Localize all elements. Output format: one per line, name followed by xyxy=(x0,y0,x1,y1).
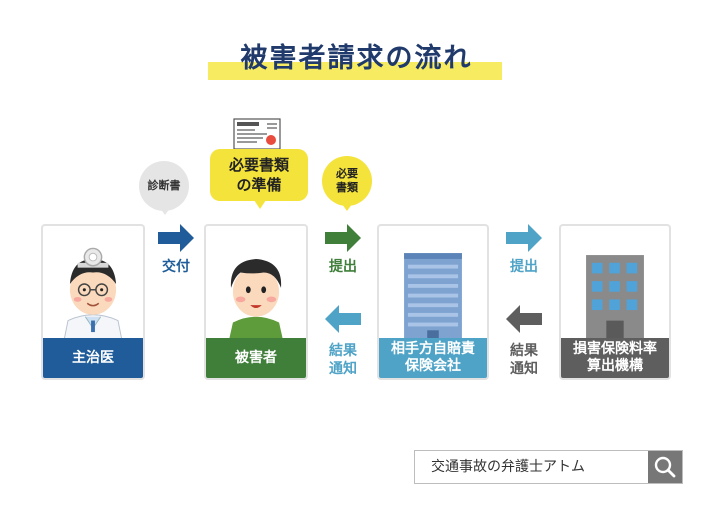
bubble-tail xyxy=(342,204,352,211)
card-label-doctor: 主治医 xyxy=(43,338,143,378)
card-insurer: 相手方自賠責 保険会社 xyxy=(377,224,489,380)
bubble-diagnosis: 診断書 xyxy=(139,161,189,211)
doctor-illustration xyxy=(63,247,123,341)
arrow-label-result-insurer: 結果 通知 xyxy=(510,343,538,377)
bubble-prepare-documents: 必要書類 の準備 xyxy=(210,149,308,201)
card-doctor: 主治医 xyxy=(41,224,145,380)
arrow-label-submit-agency: 提出 xyxy=(510,259,538,275)
card-label-victim: 被害者 xyxy=(206,338,306,378)
document-icon xyxy=(233,118,281,150)
title-highlight xyxy=(208,62,502,80)
arrow-left-icon xyxy=(506,305,542,333)
arrow-right-icon xyxy=(325,224,361,252)
card-victim: 被害者 xyxy=(204,224,308,380)
arrow-right-icon xyxy=(158,224,194,252)
arrow-right-icon xyxy=(506,224,542,252)
victim-illustration xyxy=(229,259,283,340)
bubble-required-docs: 必要 書類 xyxy=(322,156,372,206)
card-agency: 損害保険料率 算出機構 xyxy=(559,224,671,380)
agency-building-icon xyxy=(586,255,644,340)
arrow-label-result-victim: 結果 通知 xyxy=(329,343,357,377)
bubble-tail xyxy=(160,208,170,215)
search-icon xyxy=(654,456,676,478)
arrow-label-submit-insurer: 提出 xyxy=(329,259,357,275)
arrow-label-issue: 交付 xyxy=(162,259,190,275)
search-button[interactable] xyxy=(648,451,682,483)
arrow-left-icon xyxy=(325,305,361,333)
bubble-tail xyxy=(254,200,266,209)
office-building-icon xyxy=(404,253,462,340)
search-box[interactable]: 交通事故の弁護士アトム xyxy=(414,450,683,484)
page-title: 被害者請求の流れ xyxy=(240,43,473,74)
card-label-agency: 損害保険料率 算出機構 xyxy=(561,338,669,378)
card-label-insurer: 相手方自賠責 保険会社 xyxy=(379,338,487,378)
search-text: 交通事故の弁護士アトム xyxy=(431,459,585,475)
